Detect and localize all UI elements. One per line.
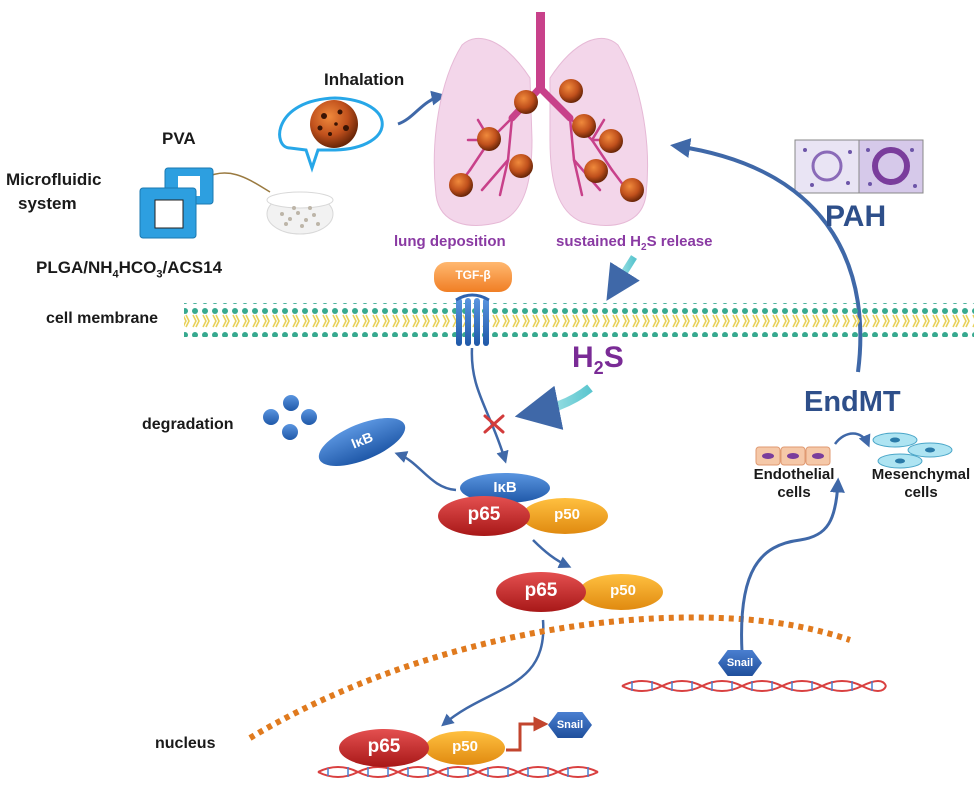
p50-nuclear-ellipse xyxy=(425,731,505,765)
particle-speech-bubble xyxy=(278,96,384,173)
p50-complex-label: p50 xyxy=(554,506,580,523)
transcription-arrow xyxy=(506,716,549,752)
pah-label: PAH xyxy=(825,200,887,233)
p50-complex-ellipse xyxy=(522,498,608,534)
endmt-label: EndMT xyxy=(804,386,901,418)
inhibition-x-mark xyxy=(483,414,505,434)
pah-histology-images xyxy=(794,139,924,194)
mesenchymal-cells xyxy=(872,432,953,469)
cell-membrane-bilayer xyxy=(184,303,974,337)
nucleus-label: nucleus xyxy=(155,735,216,752)
endothelial-cells xyxy=(755,446,831,466)
dna-strand-right xyxy=(621,680,887,692)
collected-particles-dish xyxy=(266,191,334,235)
ikb-complex-ellipse xyxy=(460,473,550,503)
free-ikb-ellipse xyxy=(318,418,406,466)
p65-nuclear-label: p65 xyxy=(367,736,401,757)
p50-free-label: p50 xyxy=(610,582,636,599)
nuclear-envelope xyxy=(248,614,851,741)
degraded-ikb-fragments xyxy=(263,395,317,440)
p50-nuclear-label: p50 xyxy=(452,738,478,755)
sustained-release-label: sustained H2S release xyxy=(556,233,713,253)
receptor-signal-arrow xyxy=(470,347,509,464)
transition-arrow xyxy=(833,432,871,448)
plga-formulation-label: PLGA/NH4HCO3/ACS14 xyxy=(36,258,223,281)
h2s-release-arrow xyxy=(606,255,640,301)
p65-complex-label: p65 xyxy=(467,504,501,525)
p65-complex-ellipse xyxy=(438,496,530,536)
h2s-inhibition-arrow xyxy=(514,384,593,430)
p65-free-label: p65 xyxy=(524,580,558,601)
tgf-beta-receptor xyxy=(455,293,490,346)
pva-label: PVA xyxy=(162,129,196,148)
p50-free-ellipse xyxy=(579,574,663,610)
microfluidic-device xyxy=(139,167,271,239)
ikb-release-arrow xyxy=(394,451,457,492)
tgf-beta-label: TGF-β xyxy=(455,268,491,282)
complex-to-dimer-arrow xyxy=(532,539,572,569)
p65-free-ellipse xyxy=(496,572,586,612)
lung-deposition-label: lung deposition xyxy=(394,233,506,250)
degradation-label: degradation xyxy=(142,416,234,433)
microfluidic-label-line2: system xyxy=(18,194,77,213)
microfluidic-label-line1: Microfluidic xyxy=(6,170,102,189)
cell-membrane-label: cell membrane xyxy=(46,310,159,327)
tgf-beta-ligand xyxy=(434,262,512,292)
nuclear-translocation-arrow xyxy=(441,619,545,727)
deposited-particles xyxy=(449,79,644,202)
inhalation-arrow xyxy=(397,90,447,126)
p65-nuclear-ellipse xyxy=(339,729,429,767)
dna-strand-left xyxy=(317,766,599,778)
lungs-illustration xyxy=(433,12,649,226)
ikb-complex-label: IκB xyxy=(493,479,517,496)
snail-protein-dna: Snail xyxy=(718,650,762,676)
h2s-label: H2S xyxy=(572,341,624,378)
inhalation-label: Inhalation xyxy=(324,70,405,89)
snail-protein-nuclear: Snail xyxy=(548,712,592,738)
snail-to-endmt-arrow xyxy=(740,477,845,653)
